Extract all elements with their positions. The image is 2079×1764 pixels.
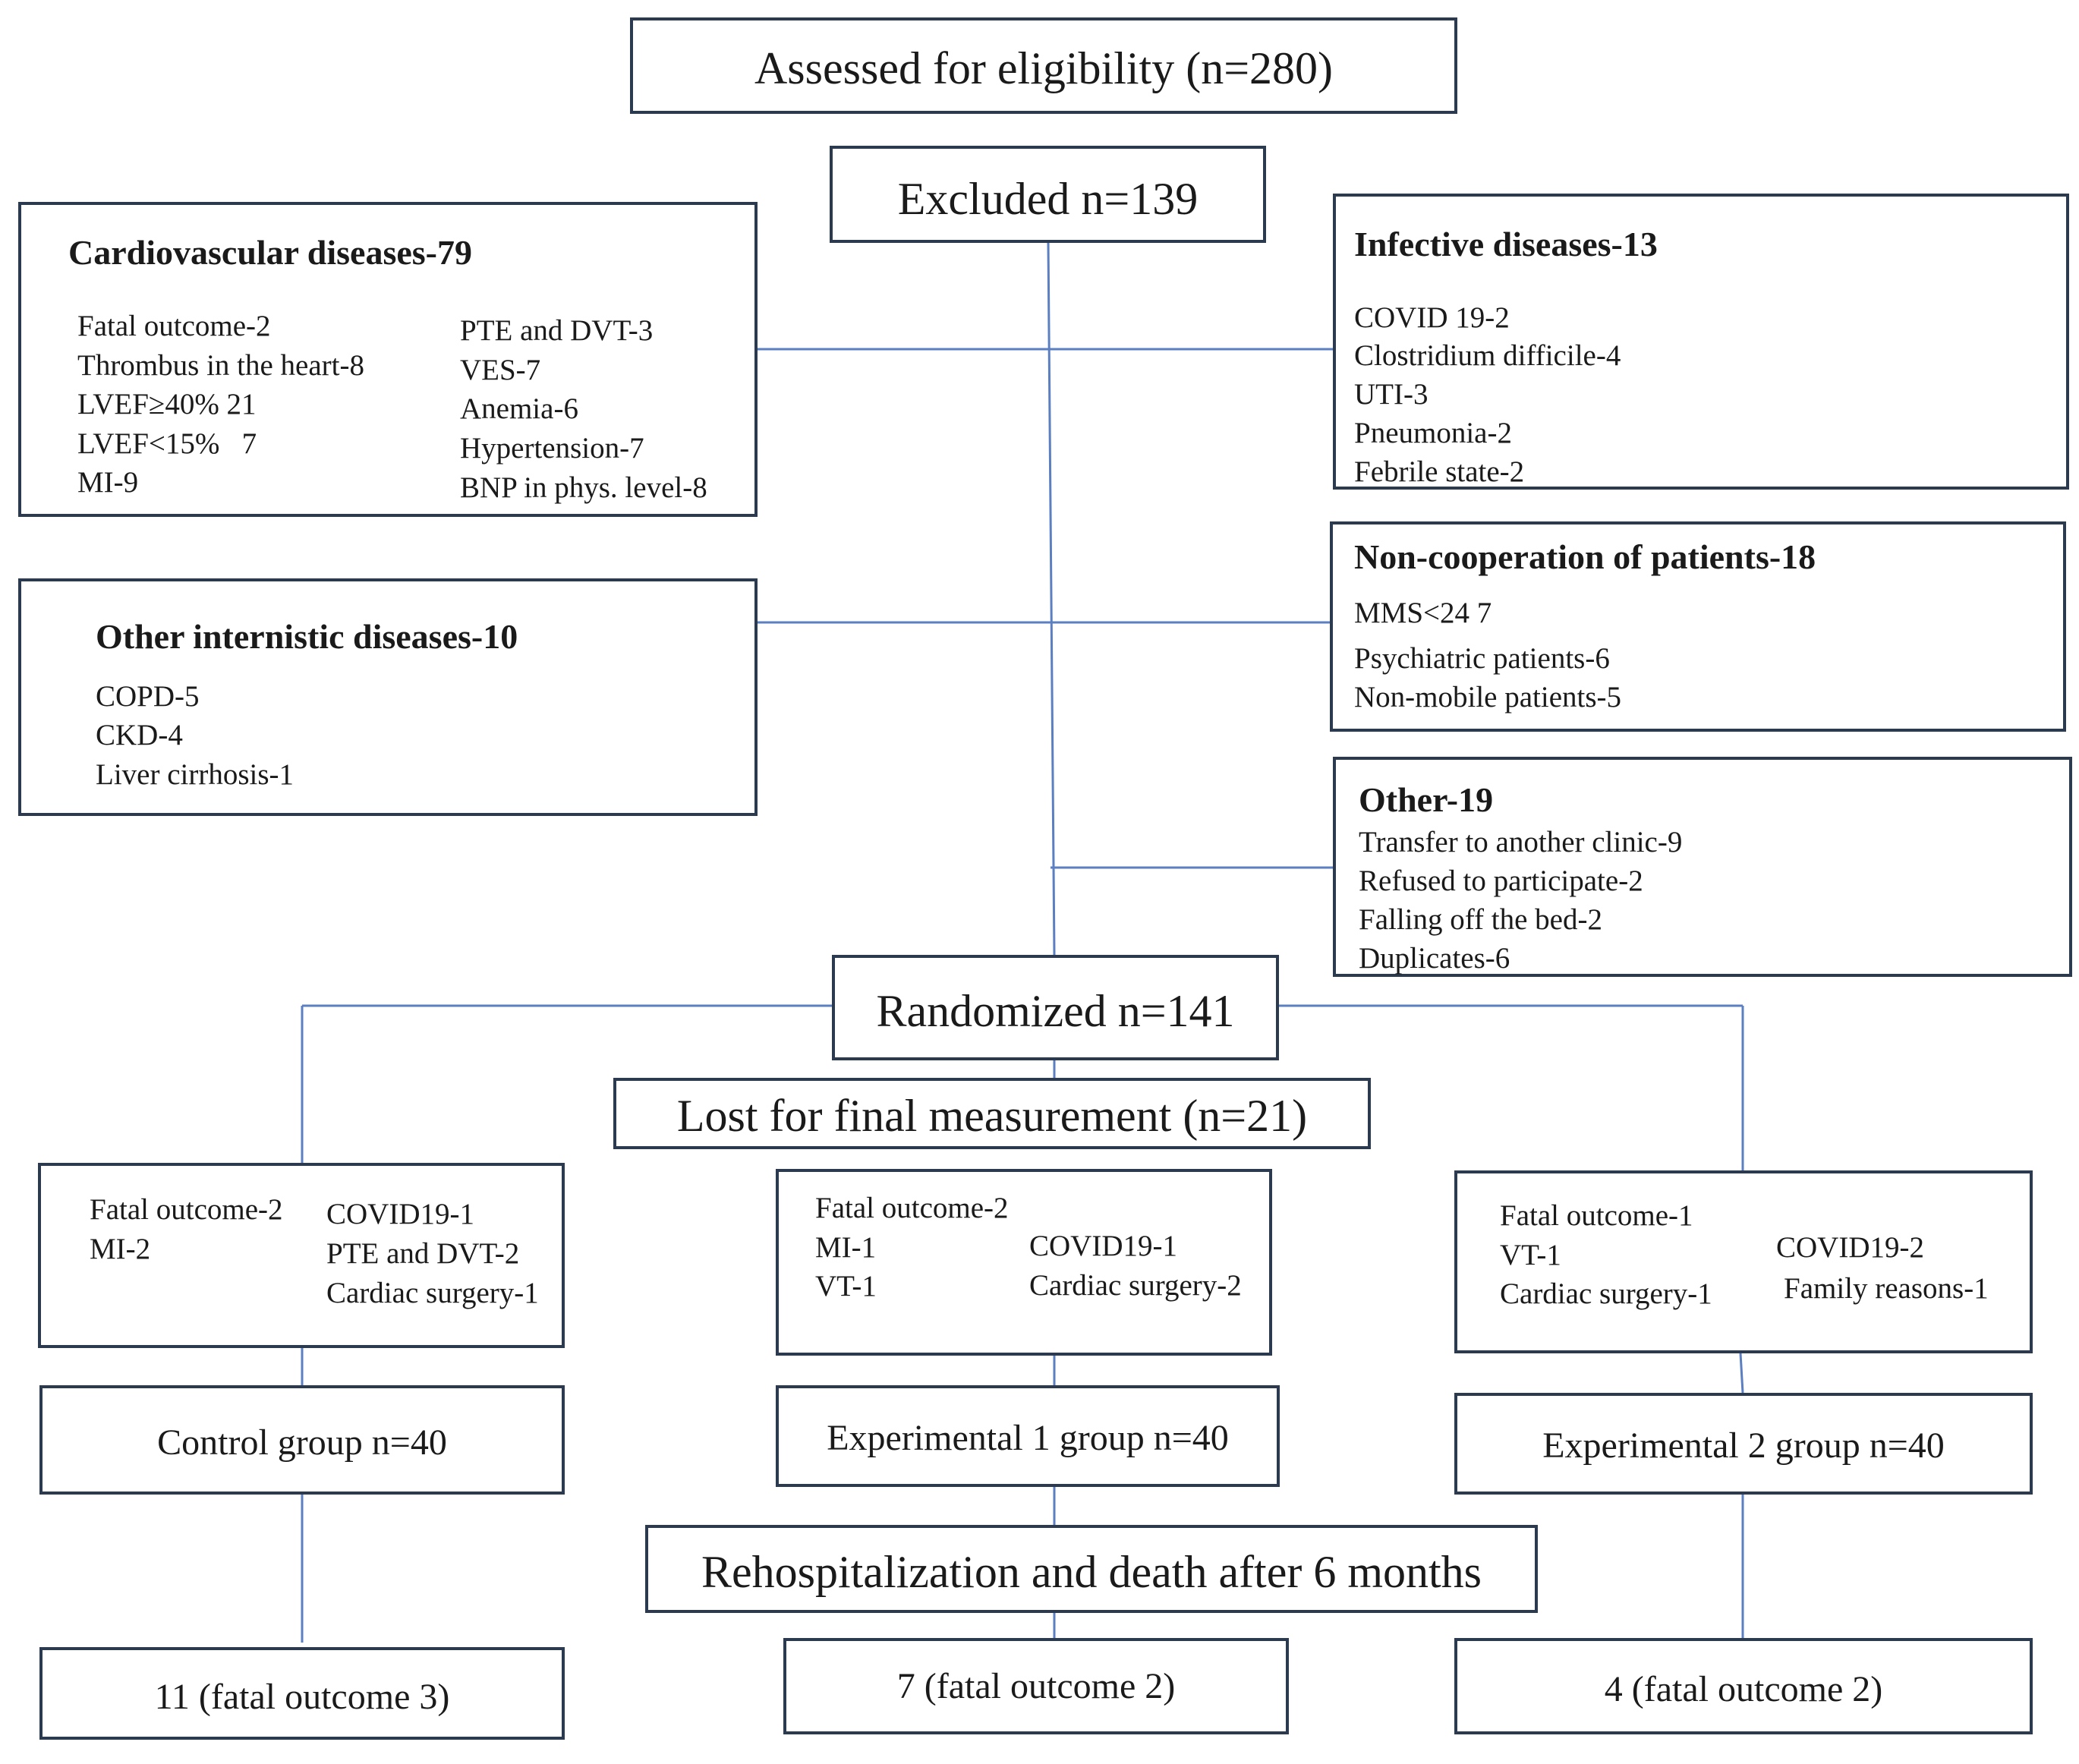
cardiovascular-item: Anemia-6 [460,392,578,425]
lost-label: Lost for final measurement (n=21) [676,1091,1308,1141]
control-group-box: Control group n=40 [39,1385,565,1495]
experimental-1-outcome-box: 7 (fatal outcome 2) [783,1638,1289,1734]
experimental-2-group-label: Experimental 2 group n=40 [1542,1425,1945,1466]
assessed-box: Assessed for eligibility (n=280) [630,17,1457,114]
cardiovascular-item: Hypertension-7 [460,432,644,465]
other-internistic-box: Other internistic diseases-10 COPD-5 CKD… [18,578,758,816]
infective-item: UTI-3 [1354,378,1429,411]
cardiovascular-item: Thrombus in the heart-8 [77,349,364,382]
infective-item: COVID 19-2 [1354,301,1510,334]
lost-exp2-box: Fatal outcome-1 VT-1 Cardiac surgery-1 C… [1454,1170,2033,1353]
infective-title: Infective diseases-13 [1354,225,1658,263]
excluded-label: Excluded n=139 [897,174,1199,224]
non-cooperation-title: Non-cooperation of patients-18 [1354,537,1816,576]
cardiovascular-item: Fatal outcome-2 [77,310,271,342]
lost-reason-item: VT-1 [815,1270,877,1303]
lost-reason-item: MI-1 [815,1231,877,1264]
lost-reason-item: PTE and DVT-2 [326,1237,520,1270]
cardiovascular-item: PTE and DVT-3 [460,314,654,347]
other-title: Other-19 [1359,780,1494,819]
non-cooperation-item: MMS<24 7 [1354,597,1492,629]
lost-reason-item: VT-1 [1500,1239,1561,1271]
lost-reason-item: COVID19-1 [1029,1230,1177,1262]
other-internistic-item: Liver cirrhosis-1 [96,758,295,791]
followup-box: Rehospitalization and death after 6 mont… [645,1525,1538,1613]
other-internistic-item: COPD-5 [96,680,200,713]
other-box: Other-19 Transfer to another clinic-9 Re… [1333,757,2072,977]
infective-item: Clostridium difficile-4 [1354,339,1621,372]
randomized-box: Randomized n=141 [832,955,1279,1060]
other-item: Duplicates-6 [1359,942,1510,975]
lost-reason-item: COVID19-2 [1776,1231,1924,1264]
lost-reason-item: Cardiac surgery-1 [1500,1277,1712,1310]
control-outcome-box: 11 (fatal outcome 3) [39,1647,565,1740]
infective-item: Febrile state-2 [1354,455,1525,488]
other-item: Falling off the bed-2 [1359,903,1602,936]
non-cooperation-item: Psychiatric patients-6 [1354,642,1610,675]
non-cooperation-item: Non-mobile patients-5 [1354,681,1622,713]
cardiovascular-box: Cardiovascular diseases-79 Fatal outcome… [18,202,758,517]
infective-item: Pneumonia-2 [1354,417,1512,449]
lost-reason-item: COVID19-1 [326,1198,474,1230]
other-item: Refused to participate-2 [1359,865,1643,897]
lost-reason-item: Fatal outcome-1 [1500,1199,1693,1232]
experimental-2-group-box: Experimental 2 group n=40 [1454,1393,2033,1495]
cardiovascular-item: LVEF<15% 7 [77,427,257,460]
lost-reason-item: Fatal outcome-2 [815,1192,1009,1224]
cardiovascular-item: MI-9 [77,466,139,499]
other-item: Transfer to another clinic-9 [1359,826,1683,858]
experimental-2-outcome-label: 4 (fatal outcome 2) [1604,1669,1883,1709]
non-cooperation-box: Non-cooperation of patients-18 MMS<24 7 … [1330,521,2066,732]
lost-reason-item: Fatal outcome-2 [90,1193,283,1226]
experimental-2-outcome-box: 4 (fatal outcome 2) [1454,1638,2033,1734]
lost-reason-item: Family reasons-1 [1784,1272,1989,1305]
followup-label: Rehospitalization and death after 6 mont… [701,1547,1482,1597]
experimental-1-group-box: Experimental 1 group n=40 [776,1385,1280,1487]
excluded-box: Excluded n=139 [830,146,1266,243]
lost-reason-item: MI-2 [90,1233,151,1265]
cardiovascular-item: VES-7 [460,354,541,386]
lost-reason-item: Cardiac surgery-2 [1029,1269,1242,1302]
experimental-1-group-label: Experimental 1 group n=40 [827,1418,1229,1458]
cardiovascular-item: LVEF≥40% 21 [77,388,257,421]
lost-exp1-box: Fatal outcome-2 MI-1 VT-1 COVID19-1 Card… [776,1169,1272,1356]
lost-control-box: Fatal outcome-2 MI-2 COVID19-1 PTE and D… [38,1163,565,1348]
cardiovascular-title: Cardiovascular diseases-79 [68,233,472,272]
infective-box: Infective diseases-13 COVID 19-2 Clostri… [1333,194,2069,490]
control-outcome-label: 11 (fatal outcome 3) [154,1677,450,1717]
other-internistic-item: CKD-4 [96,719,183,751]
other-internistic-title: Other internistic diseases-10 [96,617,518,656]
cardiovascular-item: BNP in phys. level-8 [460,471,707,504]
assessed-label: Assessed for eligibility (n=280) [754,43,1334,93]
experimental-1-outcome-label: 7 (fatal outcome 2) [896,1666,1176,1706]
lost-box: Lost for final measurement (n=21) [613,1078,1371,1149]
randomized-label: Randomized n=141 [876,986,1235,1036]
lost-reason-item: Cardiac surgery-1 [326,1277,539,1309]
control-group-label: Control group n=40 [157,1422,447,1463]
